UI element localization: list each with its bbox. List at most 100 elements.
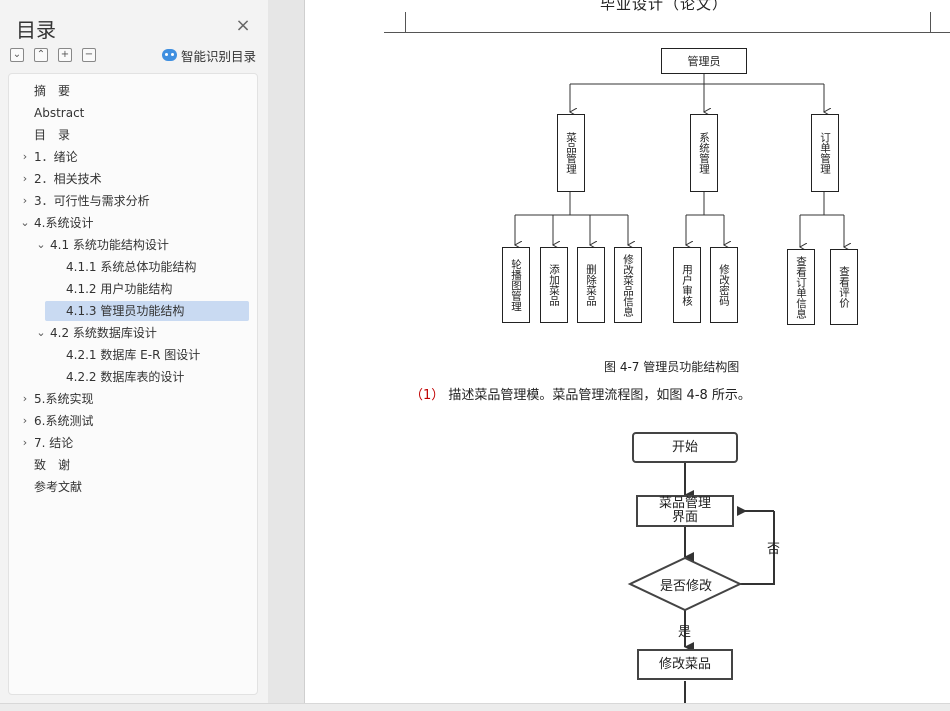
org-node-order-management: 订单管理 xyxy=(811,114,839,192)
toc-item[interactable]: 4.1.3 管理员功能结构 xyxy=(9,300,257,322)
org-leaf-add-dish: 添加菜品 xyxy=(540,247,568,323)
toc-item[interactable]: ⌄ 4.1 系统功能结构设计 xyxy=(9,234,257,256)
org-leaf-view-reviews: 查看评价 xyxy=(830,249,858,325)
org-leaf-label: 轮播图管理 xyxy=(510,258,522,312)
org-leaf-label: 查看评价 xyxy=(838,266,850,308)
toc-item[interactable]: 4.1.2 用户功能结构 xyxy=(9,278,257,300)
remove-heading-button[interactable]: − xyxy=(82,48,96,62)
page-header-text: 毕业设计（论文） xyxy=(600,0,729,13)
org-leaf-label: 添加菜品 xyxy=(548,264,560,306)
flow-start: 开始 xyxy=(632,432,738,463)
smart-assistant-icon xyxy=(162,49,177,61)
toc-item[interactable]: › 1．绪论 xyxy=(9,146,257,168)
add-heading-button[interactable]: + xyxy=(58,48,72,62)
toc-item-label: 1．绪论 xyxy=(34,150,78,164)
toc-item[interactable]: 4.2.2 数据库表的设计 xyxy=(9,366,257,388)
toc-item-label: 摘 要 xyxy=(34,84,71,98)
toc-item-label: 4.1.1 系统总体功能结构 xyxy=(66,260,197,274)
chevron-right-icon[interactable]: › xyxy=(22,414,28,427)
chevron-right-icon[interactable]: › xyxy=(22,150,28,163)
org-leaf-view-orders: 查看订单信息 xyxy=(787,249,815,325)
flow-action-label: 修改菜品 xyxy=(658,656,711,672)
toc-item-label: 4.2 系统数据库设计 xyxy=(50,326,157,340)
toc-item[interactable]: ⌄ 4.2 系统数据库设计 xyxy=(9,322,257,344)
smart-toc-label: 智能识别目录 xyxy=(181,48,257,64)
paragraph-text: 描述菜品管理模。菜品管理流程图，如图 4-8 所示。 xyxy=(444,388,751,403)
collapse-all-button[interactable]: ⌄ xyxy=(10,48,24,62)
chevron-right-icon[interactable]: › xyxy=(22,392,28,405)
org-leaf-change-password: 修改密码 xyxy=(710,247,738,323)
toc-item[interactable]: 参考文献 xyxy=(9,476,257,498)
chevron-down-icon[interactable]: ⌄ xyxy=(20,216,30,229)
toc-item[interactable]: Abstract xyxy=(9,102,257,124)
toc-item[interactable]: 摘 要 xyxy=(9,80,257,102)
chevron-right-icon[interactable]: › xyxy=(22,172,28,185)
toc-item-label: 4.系统设计 xyxy=(34,216,94,230)
toc-item-label: 目 录 xyxy=(34,128,71,142)
body-paragraph: （1） 描述菜品管理模。菜品管理流程图，如图 4-8 所示。 xyxy=(410,384,751,403)
org-leaf-user-review: 用户审核 xyxy=(673,247,701,323)
chevron-down-icon[interactable]: ⌄ xyxy=(36,238,46,251)
toc-item[interactable]: 4.2.1 数据库 E-R 图设计 xyxy=(9,344,257,366)
org-node-label: 系统管理 xyxy=(698,132,710,174)
toc-panel: 摘 要 Abstract 目 录 › 1．绪论 › 2．相关技术 › 3．可行性与需求分析 ⌄ 4.… xyxy=(8,73,258,695)
org-leaf-label: 修改菜品信息 xyxy=(622,253,634,317)
toc-selection-highlight xyxy=(45,301,249,321)
header-rule xyxy=(384,32,950,33)
toc-item-label: 致 谢 xyxy=(34,458,71,472)
org-node-label: 管理员 xyxy=(687,55,721,68)
toc-item-label: 6.系统测试 xyxy=(34,414,94,428)
document-page[interactable] xyxy=(304,0,950,710)
org-node-dish-management: 菜品管理 xyxy=(557,114,585,192)
flow-edit-dish: 修改菜品 xyxy=(637,649,733,680)
toc-item-label: 4.2.2 数据库表的设计 xyxy=(66,370,185,384)
toc-item-label: 3．可行性与需求分析 xyxy=(34,194,150,208)
header-corner-mark xyxy=(930,12,931,32)
admin-function-structure-chart: 管理员 菜品管理 系统管理 订单管理 轮播图管理 添加菜品 删除菜品 修改菜品信… xyxy=(495,40,875,335)
toc-item-label: 参考文献 xyxy=(34,480,83,494)
toc-item[interactable]: › 5.系统实现 xyxy=(9,388,257,410)
toc-item[interactable]: 致 谢 xyxy=(9,454,257,476)
toc-item-label: 7. 结论 xyxy=(34,436,74,450)
org-leaf-label: 修改密码 xyxy=(718,264,730,306)
toc-item-label: Abstract xyxy=(34,106,85,120)
toc-item-label: 4.1.3 管理员功能结构 xyxy=(66,304,185,318)
dish-management-flowchart: 开始 菜品管理 界面 是否修改 否 是 修改菜品 xyxy=(620,425,800,710)
paragraph-number: （1） xyxy=(410,388,445,403)
flow-start-label: 开始 xyxy=(671,439,698,455)
toc-item-label: 4.2.1 数据库 E-R 图设计 xyxy=(66,348,201,362)
toc-item-label: 5.系统实现 xyxy=(34,392,94,406)
org-leaf-edit-dish: 修改菜品信息 xyxy=(614,247,642,323)
flowchart-connectors xyxy=(627,463,775,710)
toc-item[interactable]: 4.1.1 系统总体功能结构 xyxy=(9,256,257,278)
toc-title: 目录 xyxy=(16,18,56,42)
flow-page-label: 菜品管理 界面 xyxy=(658,496,711,525)
toc-item[interactable]: › 6.系统测试 xyxy=(9,410,257,432)
flow-yes-label: 是 xyxy=(678,625,692,640)
org-leaf-label: 查看订单信息 xyxy=(795,255,807,319)
flow-no-label: 否 xyxy=(767,542,781,557)
flow-decision-label: 是否修改 xyxy=(660,579,713,594)
expand-level-button[interactable]: ⌃ xyxy=(34,48,48,62)
toc-item[interactable]: ⌄ 4.系统设计 xyxy=(9,212,257,234)
org-node-label: 订单管理 xyxy=(819,132,831,174)
decision-diamond xyxy=(627,556,743,612)
toc-item[interactable]: › 2．相关技术 xyxy=(9,168,257,190)
figure-caption: 图 4-7 管理员功能结构图 xyxy=(604,360,740,374)
toc-item-label: 4.1 系统功能结构设计 xyxy=(50,238,169,252)
smart-toc-button[interactable]: 智能识别目录 xyxy=(162,46,256,64)
chevron-down-icon[interactable]: ⌄ xyxy=(36,326,46,339)
org-leaf-delete-dish: 删除菜品 xyxy=(577,247,605,323)
chevron-right-icon[interactable]: › xyxy=(22,194,28,207)
toc-item-label: 2．相关技术 xyxy=(34,172,102,186)
org-chart-connectors xyxy=(495,74,875,335)
toc-item[interactable]: › 7. 结论 xyxy=(9,432,257,454)
toc-item[interactable]: 目 录 xyxy=(9,124,257,146)
org-node-label: 菜品管理 xyxy=(565,132,577,174)
chevron-right-icon[interactable]: › xyxy=(22,436,28,449)
status-bar xyxy=(0,703,950,711)
close-icon[interactable]: × xyxy=(235,15,251,36)
toc-item[interactable]: › 3．可行性与需求分析 xyxy=(9,190,257,212)
org-leaf-label: 用户审核 xyxy=(681,264,693,306)
